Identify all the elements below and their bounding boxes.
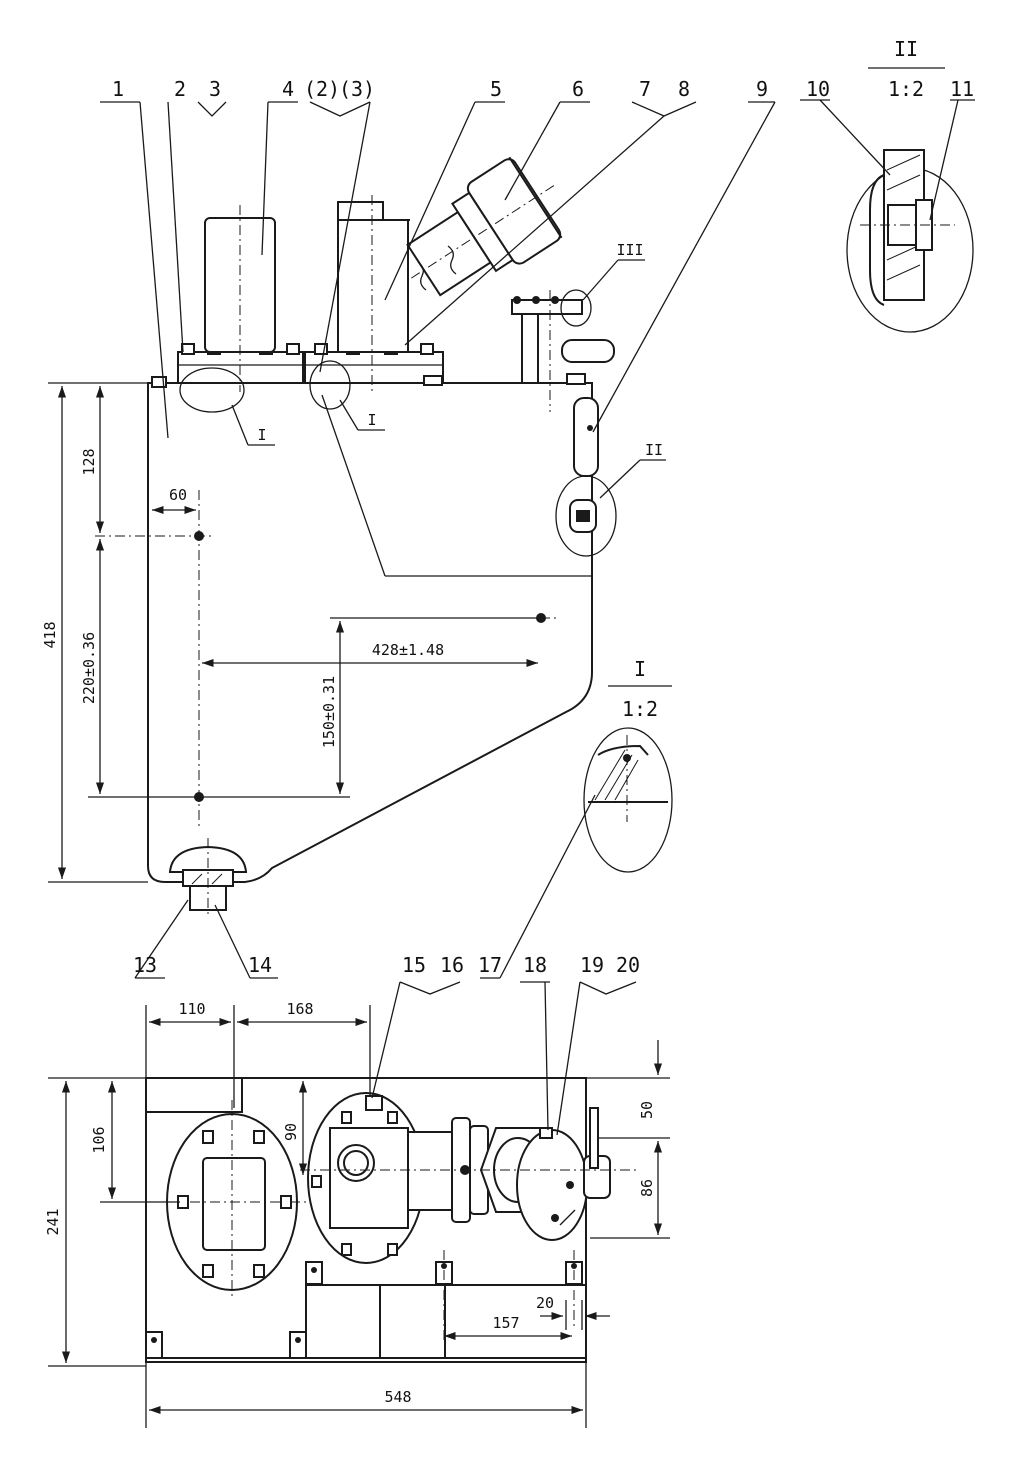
dim-168: 168 [286, 1000, 313, 1018]
part-11: 11 [950, 77, 974, 101]
detail-ii-title: II [894, 37, 918, 61]
part-3-paren: (3) [339, 77, 375, 101]
part-13: 13 [133, 953, 157, 977]
plan-leader-lines [371, 981, 637, 1136]
detail-labels: II 1:2 I 1:2 III II I I [257, 37, 924, 721]
front-view [95, 156, 617, 915]
dim-90: 90 [282, 1123, 300, 1141]
corner-lug [151, 376, 167, 388]
detail-i-title: I [634, 657, 646, 681]
dim-86: 86 [638, 1179, 656, 1197]
dim-110: 110 [178, 1000, 205, 1018]
dim-220: 220±0.36 [80, 632, 98, 704]
dim-60: 60 [169, 486, 187, 504]
part-9: 9 [756, 77, 768, 101]
pump-housing-5 [337, 219, 409, 353]
part-8: 8 [678, 77, 690, 101]
part-number-labels: 1 2 3 4 (2) (3) 5 6 7 8 9 10 11 13 14 15… [112, 77, 974, 977]
part-1: 1 [112, 77, 124, 101]
marker-iii-label: III [616, 241, 643, 259]
part-19: 19 [580, 953, 604, 977]
part-5: 5 [490, 77, 502, 101]
fitting-row [511, 299, 583, 315]
angled-gauge-6 [406, 156, 563, 297]
part-18: 18 [523, 953, 547, 977]
hole-centers [95, 490, 560, 830]
part-3: 3 [209, 77, 221, 101]
level-gauge-9 [573, 397, 599, 477]
detail-ii [800, 67, 975, 333]
marker-i-right-label: I [367, 411, 376, 429]
marker-circle-i-left [179, 367, 245, 413]
dim-50: 50 [638, 1101, 656, 1119]
plan-view [145, 1077, 640, 1363]
part-7: 7 [639, 77, 651, 101]
dim-157: 157 [492, 1314, 519, 1332]
dim-150: 150±0.31 [320, 676, 338, 748]
dim-428: 428±1.48 [372, 641, 444, 659]
part-16: 16 [440, 953, 464, 977]
detail-i [480, 685, 673, 979]
tank-outline [147, 382, 593, 883]
part-20: 20 [616, 953, 640, 977]
cover-bolts [177, 1130, 292, 1278]
plug-fitting [561, 339, 615, 363]
base-lugs [145, 1261, 583, 1359]
part-14: 14 [248, 953, 272, 977]
detail-ii-scale: 1:2 [888, 77, 924, 101]
plan-dimension-text: 110 168 106 90 241 50 86 20 157 548 [44, 1000, 656, 1406]
detail-i-scale: 1:2 [622, 697, 658, 721]
front-dimension-text: 418 128 60 220±0.36 150±0.31 428±1.48 [41, 448, 444, 748]
part-4: 4 [282, 77, 294, 101]
part-2-paren: (2) [304, 77, 340, 101]
marker-circle-iii [560, 289, 592, 327]
marker-circle-i-right [309, 360, 351, 410]
left-flange-plate [177, 351, 304, 384]
plan-dimensions [48, 1005, 670, 1428]
part-2: 2 [174, 77, 186, 101]
dim-128: 128 [80, 448, 98, 475]
dim-548: 548 [384, 1388, 411, 1406]
dim-20: 20 [536, 1294, 554, 1312]
marker-ii-label: II [645, 441, 663, 459]
marker-i-left-label: I [257, 426, 266, 444]
part-6: 6 [572, 77, 584, 101]
part-10: 10 [806, 77, 830, 101]
marker-circle-ii [555, 475, 617, 557]
right-flange-plate [304, 351, 444, 384]
part-15: 15 [402, 953, 426, 977]
dim-106: 106 [90, 1126, 108, 1153]
pump-bolts [311, 1111, 398, 1256]
front-dimensions [48, 382, 541, 883]
dim-241: 241 [44, 1208, 62, 1235]
part-17: 17 [478, 953, 502, 977]
dim-418: 418 [41, 621, 59, 648]
leader-lines [100, 101, 776, 979]
